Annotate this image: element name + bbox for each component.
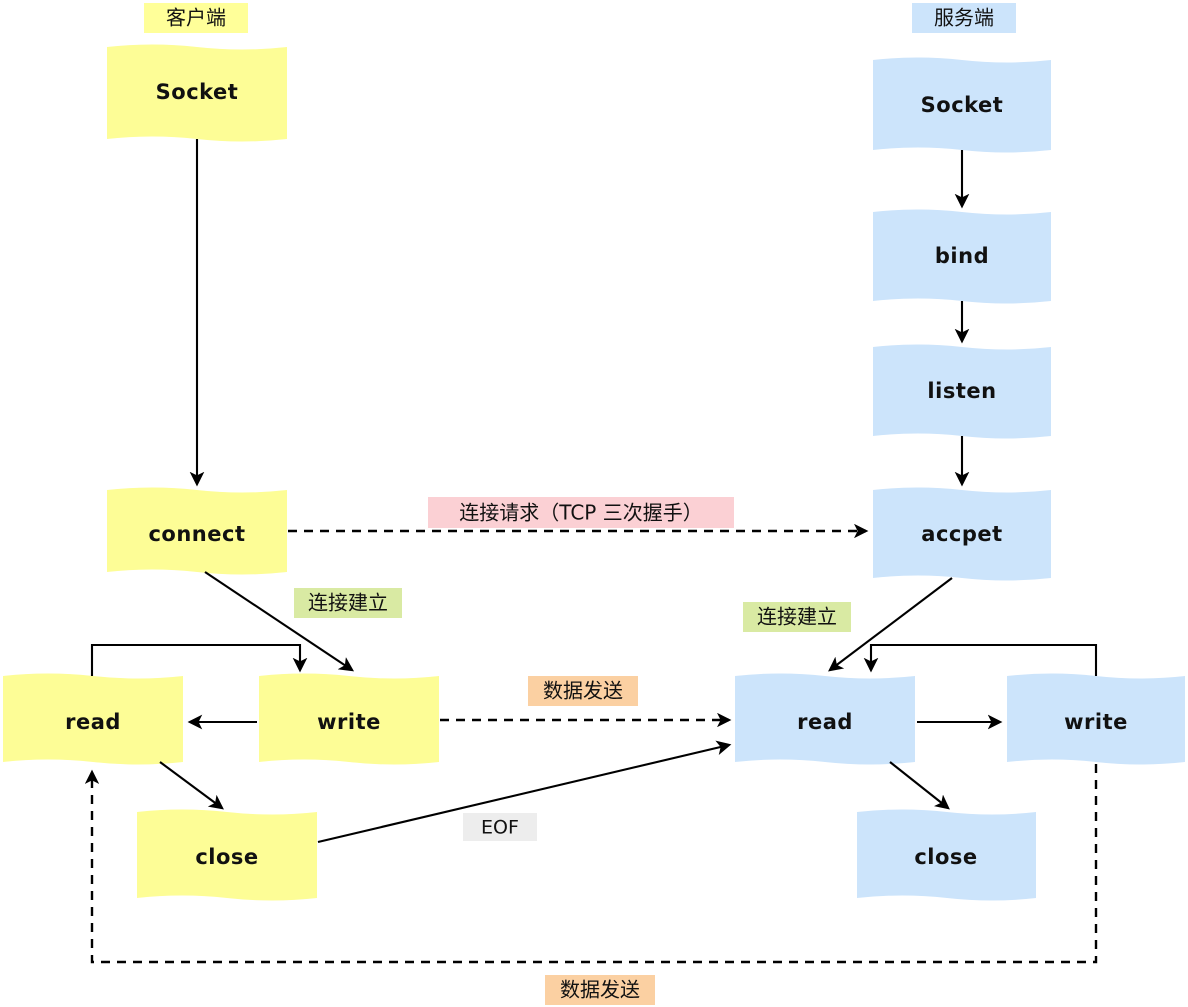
server-node-bind: bind xyxy=(873,209,1051,304)
client-node-read: read xyxy=(3,673,183,765)
edge-server-read-to-close xyxy=(889,761,950,810)
label-data-send-top-text: 数据发送 xyxy=(543,679,623,703)
server-node-listen: listen xyxy=(873,344,1051,439)
server-close-label: close xyxy=(914,845,977,869)
header-client: 客户端 xyxy=(144,3,248,33)
label-data-send-top: 数据发送 xyxy=(528,676,638,706)
header-server-text: 服务端 xyxy=(934,6,994,30)
edge-client-read-to-write-loop xyxy=(90,643,308,676)
server-socket-label: Socket xyxy=(921,93,1004,117)
client-read-label: read xyxy=(65,710,121,734)
server-accpet-label: accpet xyxy=(921,522,1002,546)
client-node-write: write xyxy=(259,673,439,765)
server-write-label: write xyxy=(1064,710,1128,734)
client-socket-label: Socket xyxy=(156,80,239,104)
edge-server-accpet-to-read xyxy=(828,577,953,672)
label-connection-established-client-text: 连接建立 xyxy=(308,591,388,615)
label-data-send-bottom-text: 数据发送 xyxy=(560,978,640,1002)
edge-client-close-to-server-read-eof xyxy=(317,740,732,844)
edge-client-read-to-close xyxy=(159,761,224,810)
client-node-close: close xyxy=(137,809,317,901)
client-node-connect: connect xyxy=(107,487,287,575)
server-read-label: read xyxy=(797,710,853,734)
header-server: 服务端 xyxy=(912,3,1016,33)
label-connection-established-server-text: 连接建立 xyxy=(757,605,837,629)
server-node-accpet: accpet xyxy=(873,487,1051,581)
edge-client-connect-to-write xyxy=(204,571,355,672)
label-eof: EOF xyxy=(463,813,537,841)
label-connection-established-server: 连接建立 xyxy=(743,602,851,632)
label-connect-request: 连接请求（TCP 三次握手） xyxy=(428,497,734,528)
client-connect-label: connect xyxy=(148,522,245,546)
label-connect-request-text: 连接请求（TCP 三次握手） xyxy=(459,501,702,525)
edge-server-write-to-read-loop xyxy=(863,643,1098,676)
label-eof-text: EOF xyxy=(481,817,519,839)
client-write-label: write xyxy=(317,710,381,734)
server-node-socket: Socket xyxy=(873,57,1051,153)
server-bind-label: bind xyxy=(935,244,989,268)
server-node-read: read xyxy=(735,673,915,765)
server-node-close: close xyxy=(857,809,1036,901)
server-listen-label: listen xyxy=(927,379,996,403)
header-client-text: 客户端 xyxy=(166,6,226,30)
label-connection-established-client: 连接建立 xyxy=(294,588,402,618)
server-node-write: write xyxy=(1007,673,1185,765)
label-data-send-bottom: 数据发送 xyxy=(545,975,655,1005)
edge-server-write-to-client-read-dashed xyxy=(84,764,1098,964)
client-close-label: close xyxy=(195,845,258,869)
client-node-socket: Socket xyxy=(107,44,287,142)
